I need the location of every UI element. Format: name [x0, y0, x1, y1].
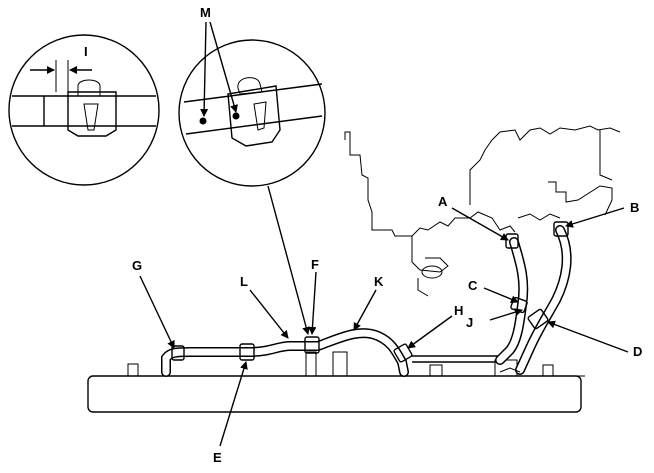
- callout-labels: M I A B G L F K C H J D E: [84, 5, 642, 465]
- callout-c: C: [468, 278, 478, 293]
- callout-g: G: [132, 258, 142, 273]
- callout-a: A: [438, 194, 448, 209]
- base-frame: [87, 351, 585, 413]
- hose-assembly-lower: [161, 328, 500, 377]
- hose-assembly-right: [495, 221, 572, 375]
- leader-lines: [139, 21, 629, 447]
- callout-l: L: [240, 274, 248, 289]
- callout-m: M: [200, 5, 211, 20]
- callout-e: E: [213, 450, 222, 465]
- callout-b: B: [630, 200, 639, 215]
- callout-f: F: [311, 257, 319, 272]
- detail-pointer-line: [267, 185, 311, 335]
- detail-circle-hose-marks: [178, 39, 326, 187]
- callout-i: I: [84, 44, 88, 59]
- callout-d: D: [633, 344, 642, 359]
- callout-h: H: [454, 303, 463, 318]
- callout-k: K: [374, 274, 384, 289]
- detail-circle-clamp-offset: [8, 34, 160, 186]
- callout-j: J: [466, 315, 473, 330]
- engine-outline: [344, 125, 621, 297]
